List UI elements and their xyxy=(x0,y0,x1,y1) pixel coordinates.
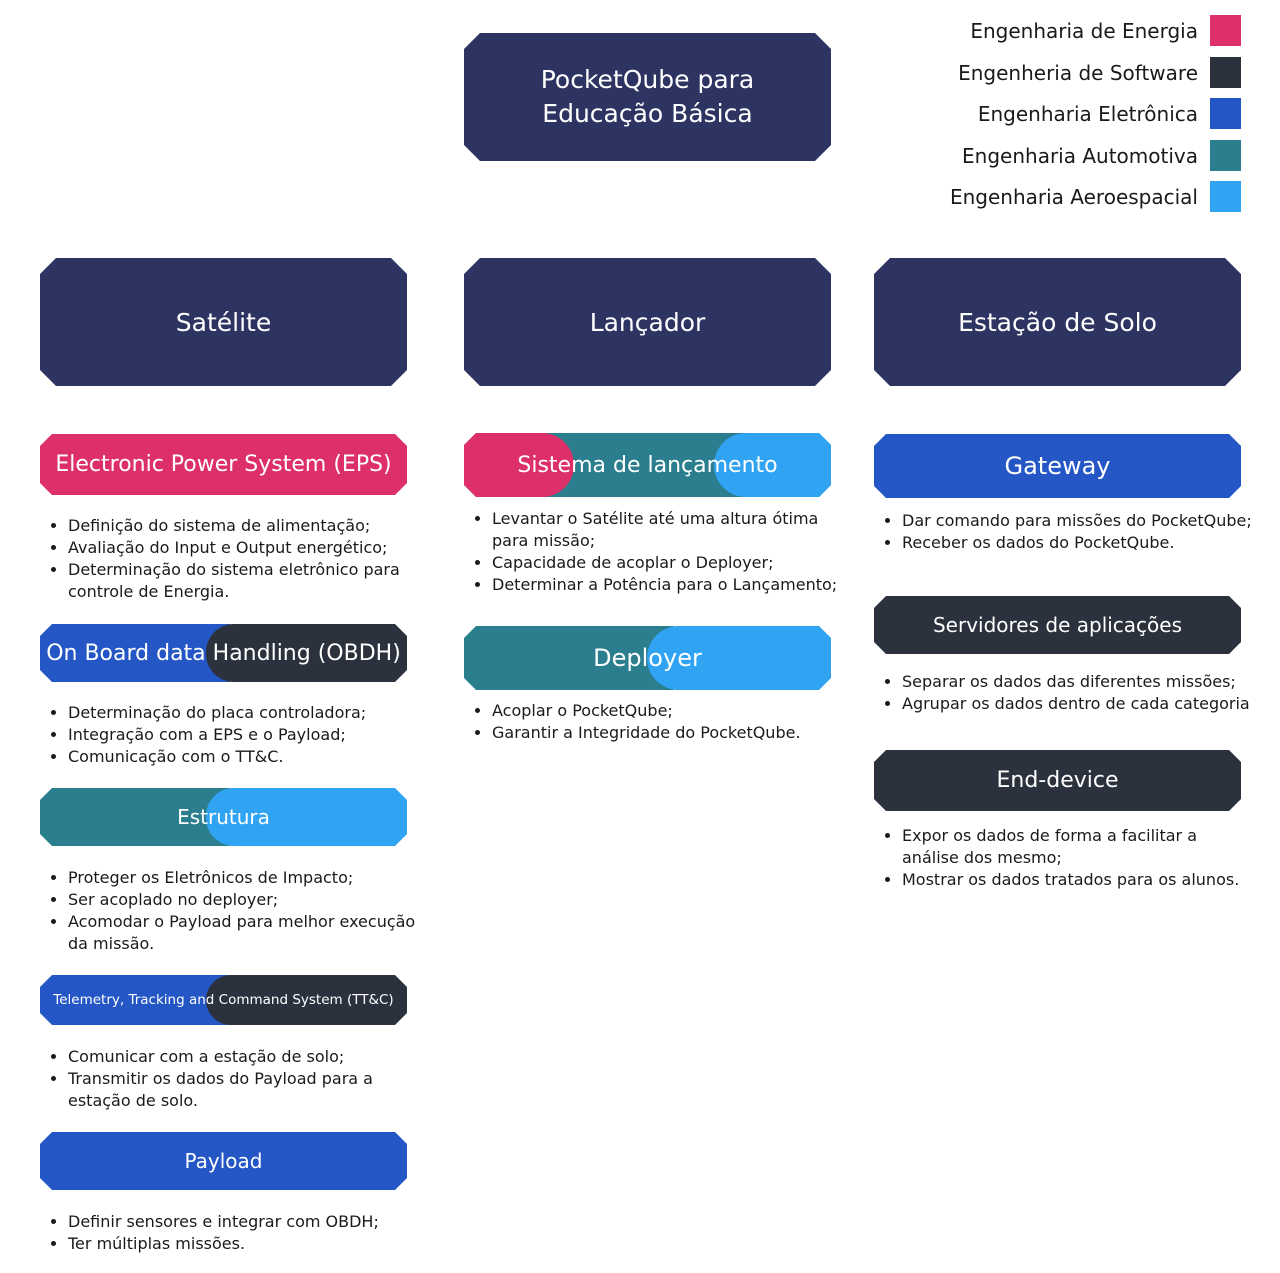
legend-item-automotiva: Engenharia Automotiva xyxy=(962,140,1241,171)
obdh-bullet-list: Determinação do placa controladora; Inte… xyxy=(40,702,428,768)
box-payload: Payload xyxy=(40,1132,407,1190)
segment-software xyxy=(206,624,407,682)
box-estrutura: Estrutura xyxy=(40,788,407,846)
legend-label: Engenharia Aeroespacial xyxy=(949,184,1198,209)
ttc-bullet-list: Comunicar com a estação de solo; Transmi… xyxy=(40,1046,428,1112)
sistema-bullet-list: Levantar o Satélite até uma altura ótima… xyxy=(464,508,859,596)
payload-bullet-list: Definir sensores e integrar com OBDH; Te… xyxy=(40,1211,428,1255)
bullet-item: Proteger os Eletrônicos de Impacto; xyxy=(68,867,428,889)
bullet-item: Definir sensores e integrar com OBDH; xyxy=(68,1211,428,1233)
legend-swatch xyxy=(1210,98,1241,129)
servidores-bullet-list: Separar os dados das diferentes missões;… xyxy=(874,671,1277,715)
box-deployer: Deployer xyxy=(464,626,831,690)
box-obdh: On Board data Handling (OBDH) xyxy=(40,624,407,682)
diagram-title-line-1: PocketQube para xyxy=(540,65,755,94)
bullet-item: Transmitir os dados do Payload para a es… xyxy=(68,1068,428,1112)
bullet-item: Comunicação com o TT&C. xyxy=(68,746,428,768)
legend-label: Engenharia Eletrônica xyxy=(977,101,1198,126)
bullet-item: Acoplar o PocketQube; xyxy=(492,700,859,722)
diagram-title-line-2: Educação Básica xyxy=(542,99,753,128)
legend-label: Engenharia Automotiva xyxy=(962,143,1198,168)
bullet-item: Capacidade de acoplar o Deployer; xyxy=(492,552,859,574)
box-end-device: End-device xyxy=(874,750,1241,811)
box-sistema-lancamento: Sistema de lançamento xyxy=(464,433,831,497)
segment-automotiva xyxy=(40,788,230,846)
bullet-item: Levantar o Satélite até uma altura ótima… xyxy=(492,508,859,552)
diagram-title: PocketQube para Educação Básica xyxy=(541,63,755,131)
column-header-estacao: Estação de Solo xyxy=(874,258,1241,386)
column-header-lancador: Lançador xyxy=(464,258,831,386)
legend-item-software: Engenheria de Software xyxy=(958,57,1241,88)
enddevice-bullet-list: Expor os dados de forma a facilitar a an… xyxy=(874,825,1242,891)
segment-aeroespacial xyxy=(647,626,831,690)
box-label: Telemetry, Tracking and Command System (… xyxy=(53,992,394,1008)
legend-swatch xyxy=(1210,57,1241,88)
box-gateway: Gateway xyxy=(874,434,1241,498)
segment-software xyxy=(206,975,407,1025)
bullet-item: Dar comando para missões do PocketQube; xyxy=(902,510,1269,532)
legend-swatch xyxy=(1210,181,1241,212)
legend-label: Engenheria de Software xyxy=(958,60,1198,85)
legend-item-aeroespacial: Engenharia Aeroespacial xyxy=(950,181,1241,212)
box-ttc: Telemetry, Tracking and Command System (… xyxy=(40,975,407,1025)
column-title: Satélite xyxy=(175,307,272,337)
bullet-item: Determinar a Potência para o Lançamento; xyxy=(492,574,859,596)
deployer-bullet-list: Acoplar o PocketQube; Garantir a Integri… xyxy=(464,700,859,744)
bullet-item: Definição do sistema de alimentação; xyxy=(68,515,428,537)
legend-item-energia: Engenharia de Energia xyxy=(970,15,1241,46)
segment-automotiva xyxy=(464,626,674,690)
box-label: End-device xyxy=(996,768,1119,793)
legend-swatch xyxy=(1210,140,1241,171)
bullet-item: Avaliação do Input e Output energético; xyxy=(68,537,428,559)
box-label: Payload xyxy=(184,1149,263,1173)
segment-aeroespacial xyxy=(714,433,831,497)
bullet-item: Comunicar com a estação de solo; xyxy=(68,1046,428,1068)
column-title: Estação de Solo xyxy=(958,307,1157,337)
legend-label: Engenharia de Energia xyxy=(970,18,1198,43)
bullet-item: Separar os dados das diferentes missões; xyxy=(902,671,1277,693)
eps-bullet-list: Definição do sistema de alimentação; Ava… xyxy=(40,515,428,603)
column-title: Lançador xyxy=(589,307,706,337)
box-eps: Electronic Power System (EPS) xyxy=(40,434,407,495)
segment-eletronica xyxy=(40,624,230,682)
segment-eletronica xyxy=(40,975,230,1025)
bullet-item: Determinação do sistema eletrônico para … xyxy=(68,559,428,603)
box-label: Estrutura xyxy=(177,805,270,829)
bullet-item: Receber os dados do PocketQube. xyxy=(902,532,1269,554)
segment-aeroespacial xyxy=(206,788,407,846)
diagram-title-box: PocketQube para Educação Básica xyxy=(464,33,831,161)
bullet-item: Expor os dados de forma a facilitar a an… xyxy=(902,825,1242,869)
box-label: Deployer xyxy=(593,644,702,672)
estrutura-bullet-list: Proteger os Eletrônicos de Impacto; Ser … xyxy=(40,867,428,955)
segment-energia xyxy=(464,433,574,497)
box-servidores: Servidores de aplicações xyxy=(874,596,1241,654)
box-label: Sistema de lançamento xyxy=(517,452,778,478)
bullet-item: Ter múltiplas missões. xyxy=(68,1233,428,1255)
bullet-item: Ser acoplado no deployer; xyxy=(68,889,428,911)
bullet-item: Agrupar os dados dentro de cada categori… xyxy=(902,693,1277,715)
legend-swatch xyxy=(1210,15,1241,46)
legend-item-eletronica: Engenharia Eletrônica xyxy=(978,98,1241,129)
bullet-item: Integração com a EPS e o Payload; xyxy=(68,724,428,746)
bullet-item: Mostrar os dados tratados para os alunos… xyxy=(902,869,1242,891)
column-header-satelite: Satélite xyxy=(40,258,407,386)
box-label: Servidores de aplicações xyxy=(932,613,1183,637)
box-label: Gateway xyxy=(1004,452,1111,480)
bullet-item: Garantir a Integridade do PocketQube. xyxy=(492,722,859,744)
bullet-item: Determinação do placa controladora; xyxy=(68,702,428,724)
box-label: On Board data Handling (OBDH) xyxy=(46,640,401,666)
box-label: Electronic Power System (EPS) xyxy=(55,452,392,477)
gateway-bullet-list: Dar comando para missões do PocketQube; … xyxy=(874,510,1269,554)
bullet-item: Acomodar o Payload para melhor execução … xyxy=(68,911,428,955)
